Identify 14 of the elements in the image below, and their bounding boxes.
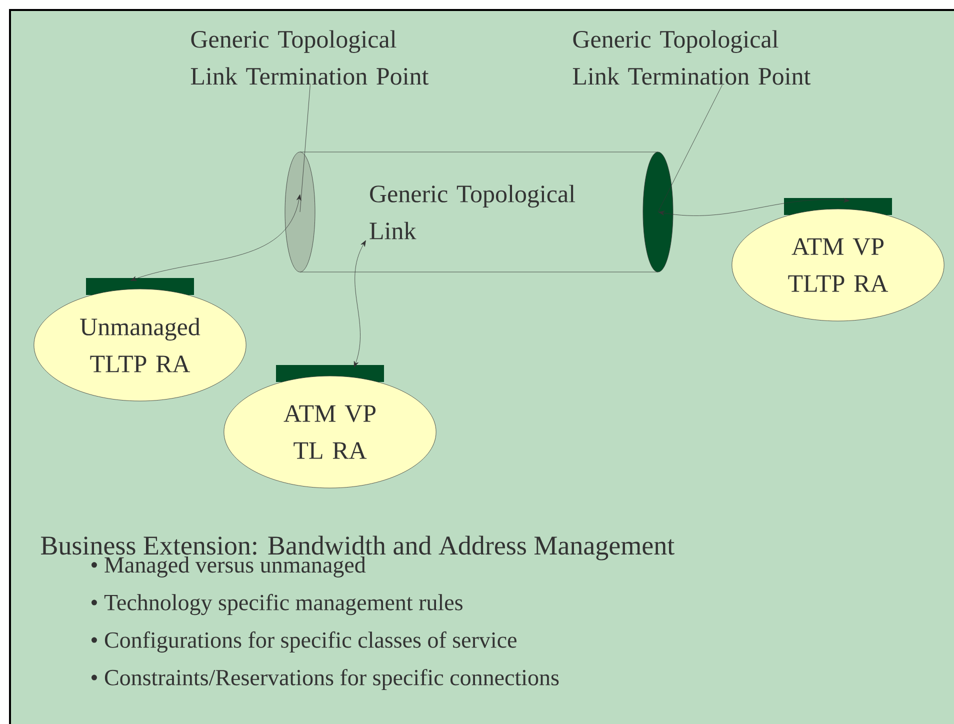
arrow	[354, 240, 366, 368]
cylinder-end	[284, 152, 316, 272]
bullet-item: • Technology specific management rules	[92, 594, 462, 616]
cylinder-link: Generic Topological Link	[300, 152, 658, 272]
callout-label: Generic Topological Link Termination Point	[190, 30, 429, 85]
arrow	[130, 194, 302, 281]
leader-line	[658, 84, 722, 212]
bullet-item: • Configurations for specific classes of service	[92, 631, 516, 653]
bullet-item: • Constraints/Reservations for specific connections	[92, 668, 559, 690]
callout-label: Generic Topological Link Termination Point	[572, 30, 811, 85]
cylinder-end	[642, 152, 674, 272]
leader-line	[300, 84, 310, 212]
bullet-item: • Managed versus unmanaged	[92, 556, 366, 578]
arrow	[658, 198, 850, 216]
